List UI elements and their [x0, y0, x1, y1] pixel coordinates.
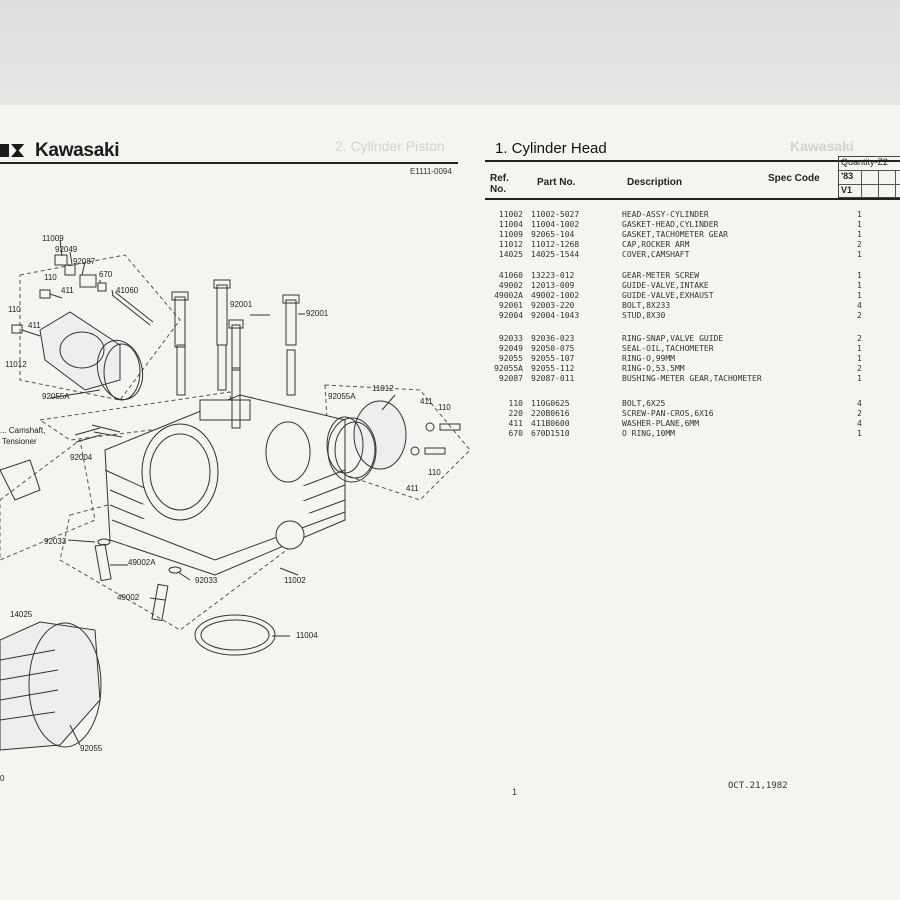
- label-92055A: 92055A: [328, 392, 356, 401]
- col-ref-header-2: No.: [490, 184, 507, 195]
- bolts-92001: [171, 279, 300, 429]
- exploded-diagram: [0, 239, 470, 751]
- camshaft-tensioner: [0, 459, 41, 501]
- label-11012: 11012: [5, 360, 27, 369]
- label-11002: 11002: [284, 576, 306, 585]
- col-spec-header: Spec Code: [768, 173, 820, 184]
- label-670: 670: [99, 270, 113, 279]
- studs-92004: [74, 424, 123, 443]
- label-92033: 92033: [44, 537, 67, 546]
- label-tensioner: Tensioner: [2, 437, 37, 446]
- label-camshaft: ... Camshaft,: [0, 426, 46, 435]
- label-110: 110: [438, 403, 451, 412]
- label-11004: 11004: [296, 631, 318, 640]
- brand-name: Kawasaki: [35, 140, 120, 161]
- rocker-cap-right: [326, 400, 407, 479]
- table-header-rule: [485, 198, 900, 200]
- quantity-box: Quantity-Z2 '83 V1: [838, 156, 900, 198]
- label-11012: 11012: [372, 384, 394, 393]
- label-411: 411: [61, 286, 74, 295]
- logo-k-icon: [11, 144, 25, 157]
- bleed-through-title: 2. Cylinder Piston: [335, 138, 445, 154]
- page-number: 1: [512, 787, 518, 797]
- valve-guides: [94, 538, 182, 622]
- label-14025: 14025: [10, 610, 33, 619]
- document-number: E1111-0094: [410, 167, 452, 176]
- bolts-right: [410, 422, 461, 456]
- label-92033: 92033: [195, 576, 218, 585]
- rocker-cap-left: [39, 311, 141, 401]
- label-92004: 92004: [70, 453, 93, 462]
- label-0: 0: [0, 774, 5, 783]
- quantity-year-row: '83: [839, 171, 900, 185]
- label-411: 411: [406, 484, 419, 493]
- label-92055: 92055: [80, 744, 103, 753]
- o-ring-left: [96, 339, 144, 401]
- label-11009: 11009: [42, 234, 64, 243]
- col-ref-header: Ref.: [490, 173, 509, 184]
- section-title: 1. Cylinder Head: [495, 140, 607, 157]
- label-110: 110: [44, 273, 57, 282]
- tachometer-parts: [11, 254, 154, 337]
- quantity-variant-row: V1: [839, 185, 900, 198]
- label-110: 110: [428, 468, 441, 477]
- cylinder-head: [104, 394, 346, 576]
- col-part-header: Part No.: [537, 177, 576, 188]
- label-92087: 92087: [73, 257, 96, 266]
- label-92001: 92001: [230, 300, 253, 309]
- label-41060: 41060: [116, 286, 139, 295]
- label-92055A: 92055A: [42, 392, 70, 401]
- label-110: 110: [8, 305, 21, 314]
- header-rule-left: [0, 162, 458, 164]
- label-411: 411: [420, 397, 433, 406]
- quantity-label: Quantity-Z2: [839, 157, 900, 171]
- camshaft-cover: [0, 621, 102, 751]
- background-surface: [0, 0, 900, 105]
- logo-mark-icon: [0, 144, 9, 157]
- kawasaki-logo: Kawasaki: [0, 140, 120, 162]
- label-92001: 92001: [306, 309, 329, 318]
- head-gasket: [194, 614, 276, 656]
- col-desc-header: Description: [627, 177, 683, 188]
- header-rule-right: [485, 160, 900, 162]
- o-ring-right: [327, 417, 377, 483]
- bleed-through-brand: Kawasaki: [790, 138, 854, 154]
- label-92049: 92049: [55, 245, 78, 254]
- print-date: OCT.21,1982: [728, 781, 788, 791]
- label-411: 411: [28, 321, 41, 330]
- label-49002: 49002: [117, 593, 140, 602]
- label-49002A: 49002A: [128, 558, 156, 567]
